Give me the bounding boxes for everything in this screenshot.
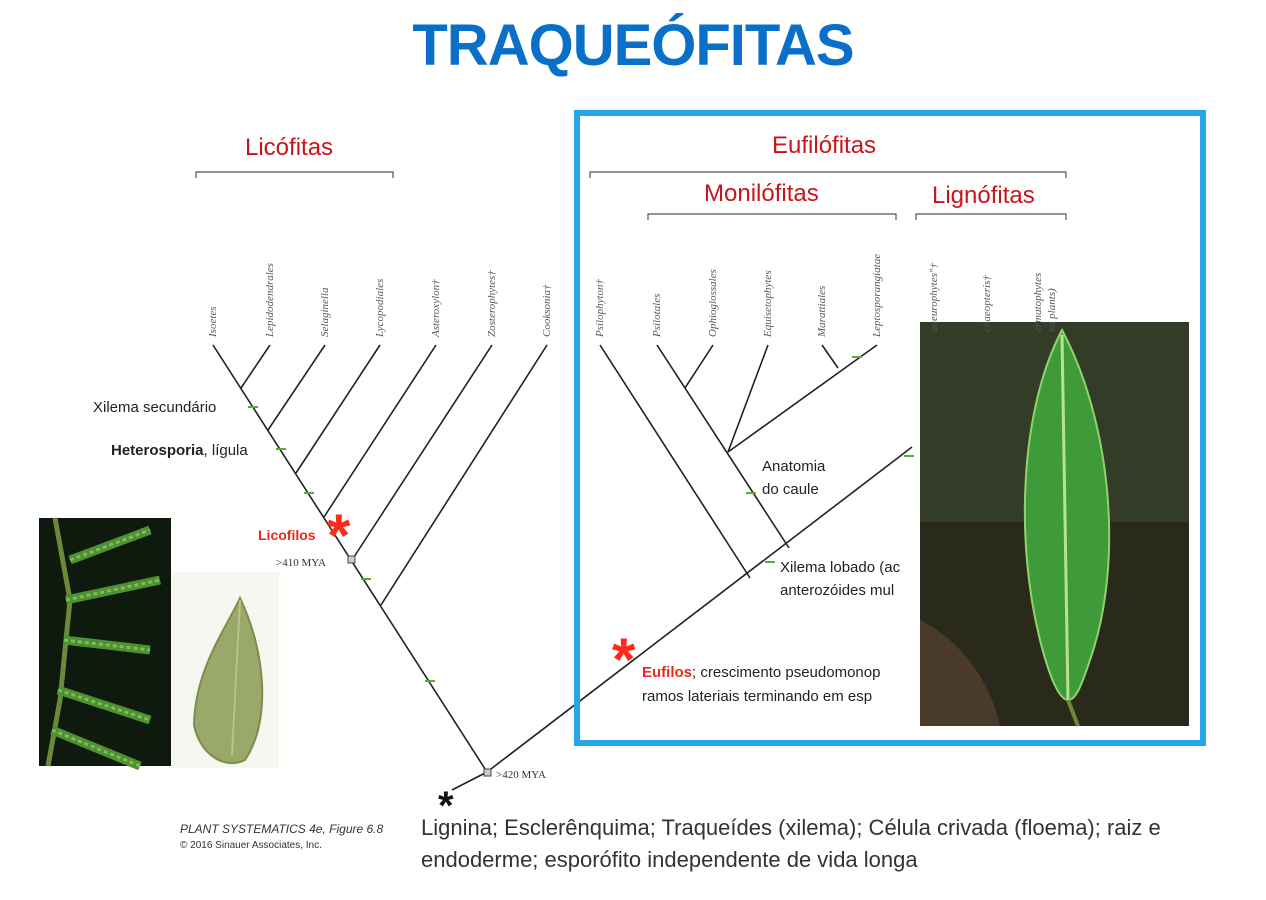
label-410mya: >410 MYA xyxy=(276,557,326,569)
label-do-caule: do caule xyxy=(762,481,819,498)
page-title: TRAQUEÓFITAS xyxy=(412,13,854,78)
taxon-zosterophytes: Zosterophytes† xyxy=(486,270,498,337)
ligula-text: , lígula xyxy=(203,442,248,459)
eufilofitas-bracket xyxy=(589,171,1067,178)
label-xilema-lobado: Xilema lobado (ac xyxy=(780,559,901,576)
eufilos-star: * xyxy=(612,626,636,693)
taxon-lycopodiales: Lycopodiales xyxy=(374,278,386,337)
label-heterosporia: Heterosporia, lígula xyxy=(111,442,248,459)
taxon-asteroxylon: Asteroxylon† xyxy=(430,279,442,337)
label-420mya: >420 MYA xyxy=(496,769,546,781)
node-420mya xyxy=(483,768,492,777)
fern-leaf-photo xyxy=(920,322,1189,727)
licofitas-label: Licófitas xyxy=(245,134,334,161)
licofitas-bracket xyxy=(195,171,394,178)
lycophyll-leaf-photo xyxy=(171,572,279,768)
taxon-selaginella: Selaginella xyxy=(319,287,331,338)
licofilos-star: * xyxy=(327,502,351,569)
label-xilema-secundario: Xilema secundário xyxy=(93,399,217,416)
credit-figure: PLANT SYSTEMATICS 4e, Figure 6.8 xyxy=(180,822,384,836)
label-anatomia: Anatomia xyxy=(762,458,826,475)
eufilofitas-highlight-box xyxy=(574,110,1206,746)
taxon-cooksonia: Cooksonia† xyxy=(541,284,553,337)
root-star: * xyxy=(438,784,454,828)
selaginella-photo xyxy=(39,517,171,771)
synapomorphy-ticks xyxy=(248,356,914,682)
eufilos-rest: ; crescimento pseudomonop xyxy=(692,664,881,681)
monilofitas-bracket xyxy=(647,213,897,220)
lignofitas-label: Lignófitas xyxy=(932,182,1035,209)
label-anterozoides: anterozóides mul xyxy=(780,582,895,599)
label-eufilos: Eufilos; crescimento pseudomonop xyxy=(642,664,880,681)
credit-copyright: © 2016 Sinauer Associates, Inc. xyxy=(180,840,322,851)
eufilos-red: Eufilos xyxy=(642,664,693,681)
taxon-lepidodendrales: Lepidodendrales xyxy=(264,263,276,337)
heterosporia-bold: Heterosporia xyxy=(111,442,204,459)
tracheophyte-characters: Lignina; Esclerênquima; Traqueídes (xile… xyxy=(421,815,1161,872)
monilofitas-label: Monilófitas xyxy=(704,180,819,207)
label-ramos-laterais: ramos lateriais terminando em esp xyxy=(642,688,873,705)
node-410mya xyxy=(347,555,356,564)
taxon-isoetes: Isoetes xyxy=(207,306,219,337)
eufilofitas-label: Eufilófitas xyxy=(772,132,877,159)
lignofitas-bracket xyxy=(915,213,1067,220)
label-licofilos: Licofilos xyxy=(258,527,316,543)
